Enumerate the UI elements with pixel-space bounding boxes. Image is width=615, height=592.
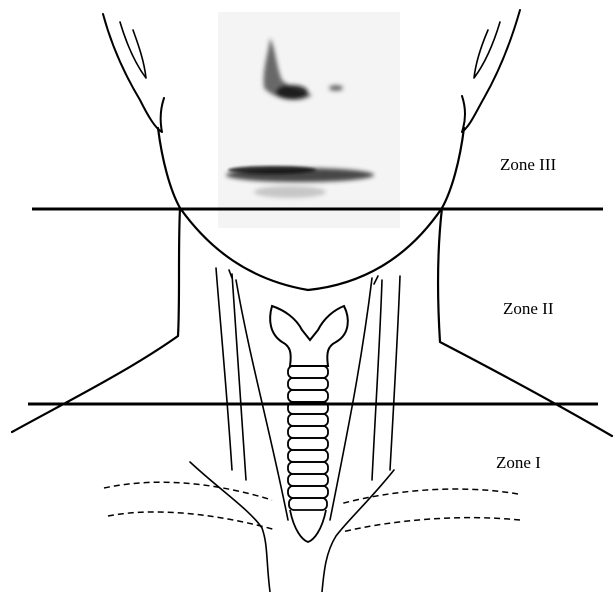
trachea [288,366,328,542]
left-muscle-inner [232,274,246,480]
neck-left-side [12,208,180,432]
right-muscle-inner [372,280,382,480]
left-clavicle-upper [104,482,272,500]
thyroid-cartilage [270,306,348,366]
right-lower-neck [322,470,394,592]
zone-i-label: Zone I [496,454,541,471]
right-cheek [442,128,464,208]
right-muscle-front [330,278,372,520]
neck-right-side [438,208,612,436]
right-muscle-outer [390,276,400,470]
left-lower-neck [190,462,270,592]
right-ear [462,10,520,132]
zone-ii-label: Zone II [503,300,554,317]
muscle-tick-right [374,276,378,284]
left-muscle-front [236,280,288,520]
right-clavicle-lower [342,518,520,532]
zone-iii-label: Zone III [500,156,556,173]
left-muscle-outer [216,268,232,470]
left-cheek [158,128,180,208]
right-ear-inner [474,22,500,78]
